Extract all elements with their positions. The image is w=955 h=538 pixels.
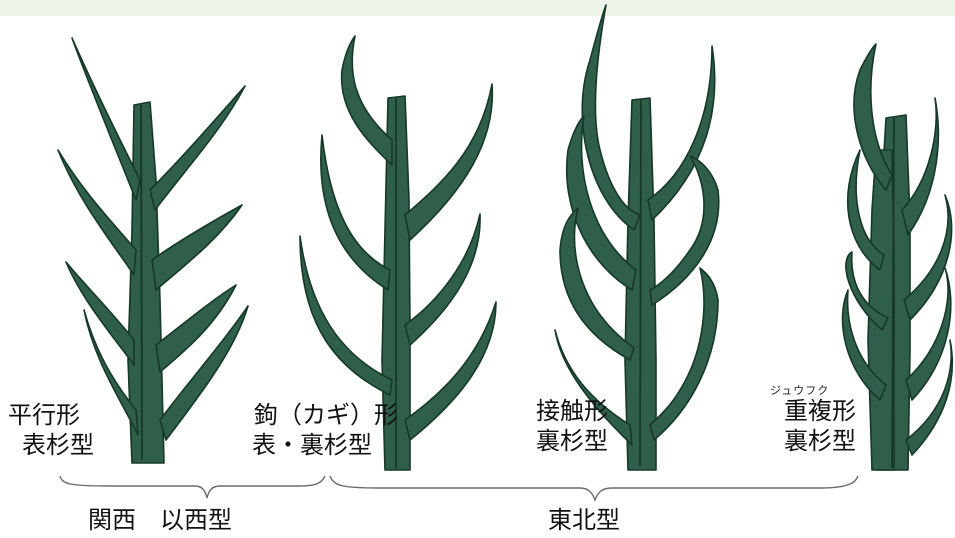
group-label-northeast: 東北型 bbox=[548, 506, 620, 534]
plant-parallel bbox=[57, 37, 249, 464]
type-label-overlap-line1: 重複形 bbox=[784, 397, 856, 425]
bracket-west bbox=[59, 475, 326, 499]
group-label-west: 関西 以西型 bbox=[88, 506, 232, 534]
plant-hook bbox=[299, 35, 497, 471]
type-label-contact-line2: 裏杉型 bbox=[536, 427, 608, 455]
type-label-overlap-line2: 裏杉型 bbox=[784, 427, 856, 455]
type-label-contact-line1: 接触形 bbox=[536, 397, 608, 425]
plant-contact bbox=[554, 4, 720, 471]
top-band bbox=[0, 0, 955, 16]
bracket-northeast bbox=[329, 475, 859, 502]
ruby-overlap: ジュウフク bbox=[770, 384, 830, 397]
type-label-parallel-line2: 表杉型 bbox=[22, 431, 94, 459]
plant-overlap bbox=[841, 43, 954, 471]
type-label-hook-line1: 鉤（カギ）形 bbox=[254, 401, 398, 429]
type-label-parallel-line1: 平行形 bbox=[8, 401, 80, 429]
type-label-hook-line2: 表・裏杉型 bbox=[252, 431, 372, 459]
